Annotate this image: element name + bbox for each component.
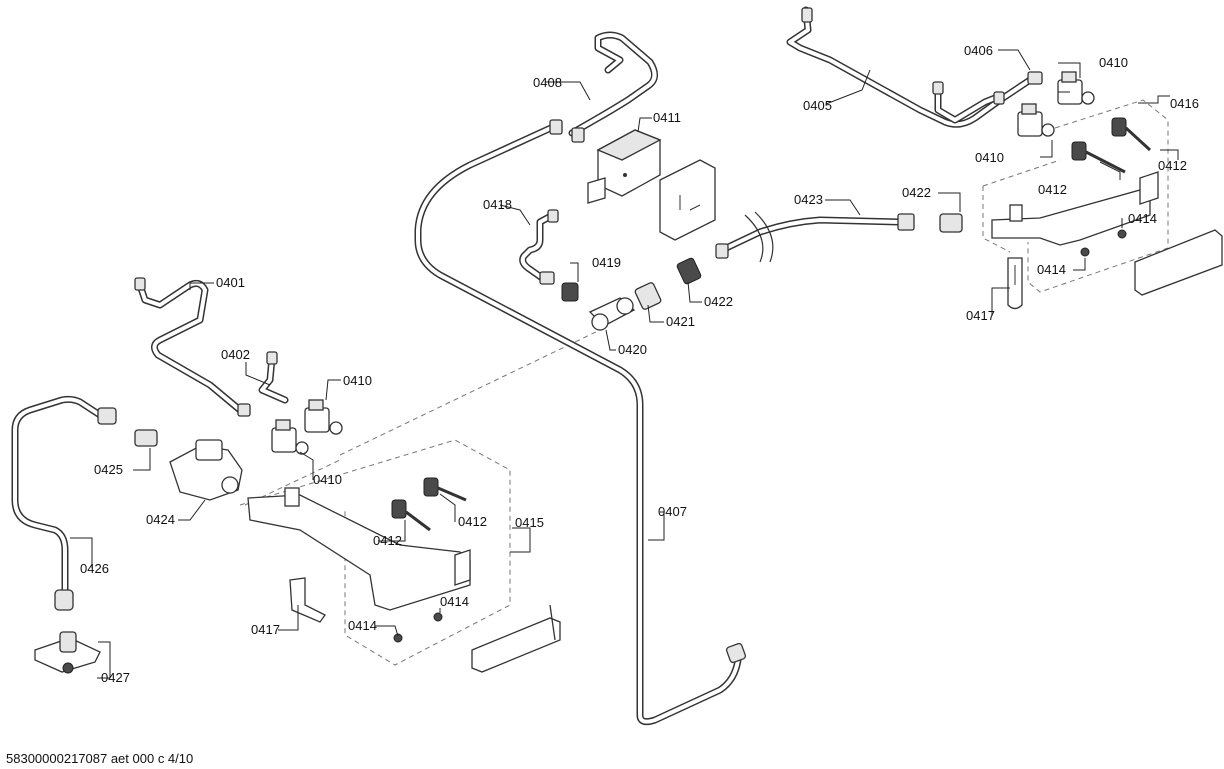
label-0410-left-bottom: 0410 — [313, 472, 342, 487]
label-0411: 0411 — [653, 110, 681, 125]
label-0426: 0426 — [80, 561, 109, 576]
label-0410-left-top: 0410 — [343, 373, 372, 388]
label-0418: 0418 — [483, 197, 512, 212]
ignition-electrode-0412-left-b — [391, 499, 431, 532]
ignition-electrode-0412-right-a — [1111, 117, 1152, 152]
gas-regulator-0424 — [169, 439, 243, 501]
label-0417-left: 0417 — [251, 622, 280, 637]
label-0414-left-b: 0414 — [348, 618, 377, 633]
leader-lines — [70, 49, 1179, 679]
label-0416: 0416 — [1170, 96, 1199, 111]
label-0423: 0423 — [794, 192, 823, 207]
gas-pipe-0423 — [715, 211, 915, 263]
mounting-bracket — [659, 159, 716, 241]
label-0414-left-a: 0414 — [440, 594, 469, 609]
gas-pipe-0408 — [549, 31, 658, 143]
fitting-0425 — [134, 429, 158, 447]
ignition-electrode-0412-right-b — [1071, 141, 1126, 174]
label-0427: 0427 — [101, 670, 130, 685]
label-0402: 0402 — [221, 347, 250, 362]
label-0419: 0419 — [592, 255, 621, 270]
label-0410-mid-right: 0410 — [975, 150, 1004, 165]
label-0405: 0405 — [803, 98, 832, 113]
label-0412-right-b: 0412 — [1038, 182, 1067, 197]
label-0425: 0425 — [94, 462, 123, 477]
label-0414-right-a: 0414 — [1128, 211, 1157, 226]
gas-pipe-0402 — [258, 351, 289, 404]
solenoid-valve-0410-left-a — [304, 399, 343, 435]
label-0415: 0415 — [515, 515, 544, 530]
junction-box-0411 — [587, 129, 662, 204]
label-0422-right: 0422 — [902, 185, 931, 200]
part-labels: 0401 0402 0405 0406 0407 0408 0410 0410 … — [80, 43, 1199, 685]
gas-pipe-0406 — [932, 81, 1005, 124]
adapter-0422-right — [939, 213, 963, 233]
fitting-0419 — [561, 282, 579, 302]
label-0412-right-a: 0412 — [1158, 158, 1187, 173]
adapter-0422-left — [676, 257, 702, 285]
bracket-0417-right — [1007, 257, 1023, 310]
solenoid-valve-0410-top — [1057, 71, 1095, 105]
nipple-0421 — [634, 282, 662, 310]
document-reference: 58300000217087 aet 000 c 4/10 — [6, 751, 193, 766]
tee-fitting-0420 — [588, 297, 636, 331]
label-0407: 0407 — [658, 504, 687, 519]
label-0408: 0408 — [533, 75, 562, 90]
label-0414-right-b: 0414 — [1037, 262, 1066, 277]
gas-pipe-0418 — [519, 209, 559, 285]
bracket-0417-left — [289, 577, 326, 623]
screw-0414-left-b — [393, 633, 403, 643]
label-0406: 0406 — [964, 43, 993, 58]
label-0422-left: 0422 — [704, 294, 733, 309]
label-0421: 0421 — [666, 314, 695, 329]
solenoid-valve-0410-left-b — [271, 419, 309, 455]
burner-tube-left — [247, 487, 471, 611]
gas-pipe-0405 — [786, 6, 1043, 128]
screw-0414-left-a — [433, 612, 443, 622]
label-0401: 0401 — [216, 275, 245, 290]
solenoid-valve-0410-mid — [1017, 103, 1055, 137]
mounting-bracket-right — [1134, 229, 1223, 296]
valve-base-0427 — [34, 631, 101, 674]
screw-0414-right-b — [1080, 247, 1090, 257]
label-0417-right: 0417 — [966, 308, 995, 323]
label-0412-left-a: 0412 — [458, 514, 487, 529]
gas-pipe-0407 — [414, 123, 747, 726]
label-0420: 0420 — [618, 342, 647, 357]
gas-pipe-0426 — [11, 395, 117, 611]
label-0412-left-b: 0412 — [373, 533, 402, 548]
assembly-outlines — [239, 99, 1169, 666]
label-0424: 0424 — [146, 512, 175, 527]
burner-tube-right — [991, 171, 1159, 246]
mounting-bracket-left — [471, 604, 561, 673]
ignition-electrode-0412-left-a — [423, 477, 467, 502]
screw-0414-right-a — [1117, 229, 1127, 239]
label-0410-top-right: 0410 — [1099, 55, 1128, 70]
